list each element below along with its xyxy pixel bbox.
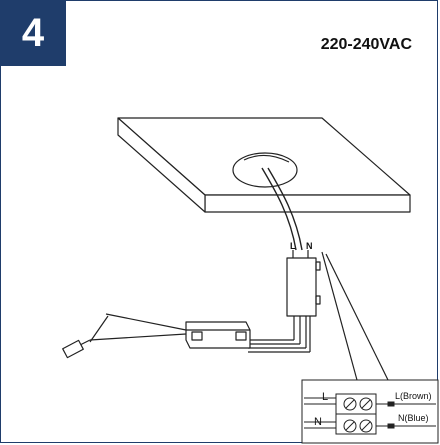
terminal-detail-inset — [301, 379, 439, 444]
terminal-right-neutral-label: N(Blue) — [398, 413, 429, 423]
ceiling-cutout — [232, 152, 298, 188]
wire-label-live: L — [290, 241, 296, 251]
step-number-badge: 4 — [0, 0, 66, 66]
output-plug — [62, 339, 84, 359]
cable-from-ceiling — [261, 167, 297, 251]
led-driver — [185, 321, 251, 349]
terminal-right-live-label: L(Brown) — [395, 391, 432, 401]
connector-block — [286, 257, 317, 317]
ceiling-panel-front — [204, 194, 411, 213]
wire-label-neutral: N — [306, 241, 313, 251]
voltage-label: 220-240VAC — [320, 36, 412, 53]
terminal-left-live-label: L — [322, 391, 328, 403]
ceiling-panel-side — [117, 117, 206, 213]
terminal-left-neutral-label: N — [314, 416, 322, 428]
